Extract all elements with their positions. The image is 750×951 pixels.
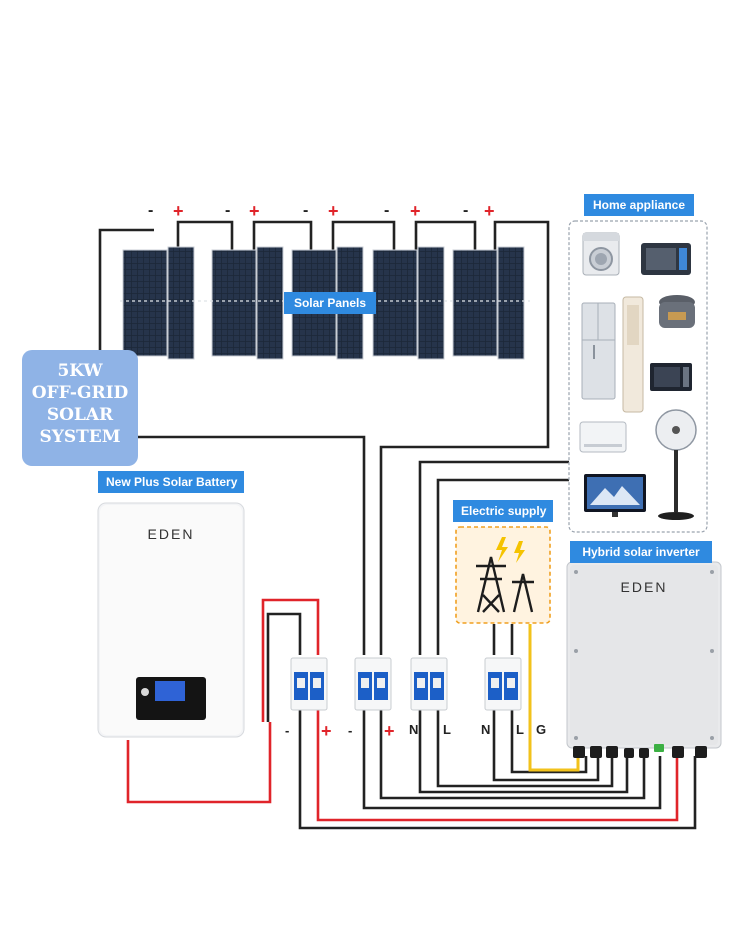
washing-machine-icon [582,232,620,276]
breaker-group-grid [484,657,522,711]
air-purifier-icon [622,296,644,413]
oven-icon [641,243,691,275]
transmission-tower-icon [476,556,534,613]
battery-breaker-minus: - [285,723,289,738]
breaker-terminal-labels: - + - + N L N L G [285,721,546,741]
panel-polarity-markers: - + - + - + - + - + [148,201,495,221]
system-title-line-2: OFF-GRID [31,383,129,403]
panel-5-minus: - [463,202,468,219]
output-breaker-l: L [443,722,451,737]
electric-supply [455,526,551,624]
battery-breaker-plus: + [321,721,332,741]
panel-4-plus: + [410,201,421,221]
fridge-icon [581,302,616,400]
panel-2-minus: - [225,202,230,219]
system-title-line-3: SOLAR [46,405,114,425]
panel-5-plus: + [484,201,495,221]
system-title-line-1: 5KW [57,361,103,381]
air-conditioner-icon [579,421,627,453]
hybrid-inverter: EDEN [566,561,722,758]
grid-breaker-g: G [536,722,546,737]
panel-1-plus: + [173,201,184,221]
breaker-group-pv [354,657,392,711]
lightning-icon [496,537,525,563]
panel-1-minus: - [148,202,153,219]
panel-3-minus: - [303,202,308,219]
battery-lcd-display [136,677,206,720]
pv-breaker-minus: - [348,723,352,738]
solar-panel-1 [122,246,195,360]
panel-3-plus: + [328,201,339,221]
solar-battery: EDEN [97,502,245,738]
tv-icon [584,474,646,517]
home-appliance-group [568,220,708,533]
inverter-ports [573,744,707,758]
system-title-line-4: SYSTEM [39,427,121,447]
microwave-icon [650,363,692,391]
inverter-brand: EDEN [621,579,668,595]
fan-icon [655,409,697,520]
breaker-group-output [410,657,448,711]
solar-panels-label: Solar Panels [284,292,376,314]
battery-brand: EDEN [148,526,195,542]
output-breaker-n: N [409,722,418,737]
panel-2-plus: + [249,201,260,221]
rice-cooker-icon [659,295,695,328]
electric-supply-label: Electric supply [453,500,553,522]
battery-label: New Plus Solar Battery [98,471,244,493]
home-appliance-label: Home appliance [584,194,694,216]
panel-4-minus: - [384,202,389,219]
breaker-group-battery [290,657,328,711]
grid-breaker-l: L [516,722,524,737]
system-title-badge: 5KW OFF-GRID SOLAR SYSTEM [22,350,138,466]
solar-panel-2 [211,246,284,360]
wires [98,220,697,830]
solar-panel-5 [452,246,525,360]
grid-breaker-n: N [481,722,490,737]
inverter-label: Hybrid solar inverter [570,541,712,563]
solar-panel-4 [372,246,445,360]
pv-breaker-plus: + [384,721,395,741]
